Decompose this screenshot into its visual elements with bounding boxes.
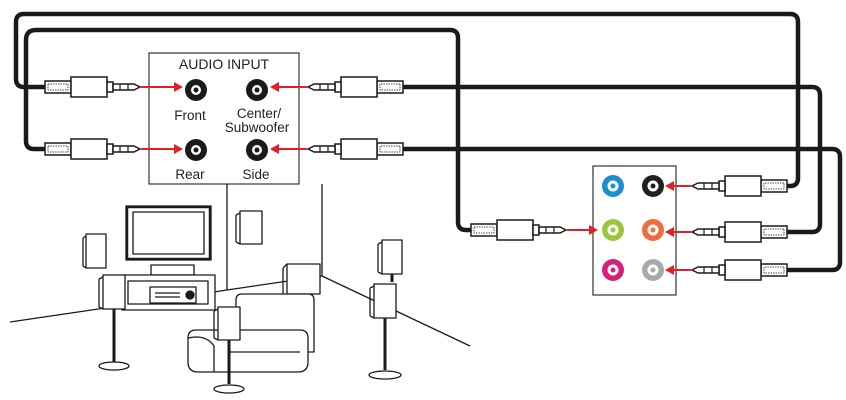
plug-rear bbox=[44, 138, 141, 160]
plug-black-port bbox=[692, 176, 787, 196]
home-theater-room-illustration bbox=[9, 184, 471, 394]
panel-title: AUDIO INPUT bbox=[179, 56, 270, 72]
jack-side[interactable] bbox=[246, 139, 268, 161]
arrow-green-port bbox=[567, 225, 598, 235]
cable-center-sub bbox=[401, 84, 823, 235]
port-orange[interactable] bbox=[642, 219, 664, 241]
plug-gray-port bbox=[692, 260, 787, 280]
arrow-orange-port bbox=[665, 227, 691, 237]
panel-arrows bbox=[141, 82, 307, 154]
plug-side bbox=[308, 139, 403, 159]
tv-stand-icon bbox=[121, 274, 216, 311]
plug-orange-port bbox=[692, 222, 787, 242]
arrow-gray-port bbox=[665, 265, 691, 275]
port-black[interactable] bbox=[642, 175, 664, 197]
port-green[interactable] bbox=[602, 219, 624, 241]
cable-rear-line bbox=[23, 27, 475, 233]
arrow-rear bbox=[141, 144, 183, 154]
tv-icon bbox=[125, 205, 212, 261]
jack-center-subwoofer[interactable] bbox=[246, 79, 268, 101]
front-left-speaker-icon bbox=[82, 233, 107, 269]
cable-side bbox=[401, 146, 843, 273]
label-center: Center/ bbox=[237, 106, 282, 121]
subwoofer-icon bbox=[282, 263, 321, 297]
arrow-front bbox=[141, 82, 183, 92]
port-gray[interactable] bbox=[642, 259, 664, 281]
port-pink[interactable] bbox=[602, 259, 624, 281]
io-arrows bbox=[567, 181, 691, 275]
plug-center-sub bbox=[308, 77, 403, 97]
side-right-speaker-icon bbox=[377, 239, 403, 282]
receiver-icon bbox=[149, 286, 197, 304]
rear-left-speaker-icon bbox=[98, 274, 130, 371]
plug-green-port bbox=[470, 219, 567, 241]
jack-rear[interactable] bbox=[185, 139, 207, 161]
label-rear: Rear bbox=[175, 167, 205, 182]
arrow-center-sub bbox=[270, 82, 307, 92]
plug-front bbox=[44, 76, 141, 98]
center-speaker-icon bbox=[150, 264, 195, 276]
cables bbox=[13, 11, 843, 273]
label-front: Front bbox=[174, 108, 206, 123]
audio-input-panel: AUDIO INPUT Front Center/ Subwoofer Rear… bbox=[148, 52, 300, 185]
label-side: Side bbox=[242, 167, 269, 182]
rear-right-speaker-icon bbox=[368, 283, 402, 380]
cable-front bbox=[13, 11, 801, 189]
rear-io-audio-ports bbox=[592, 165, 677, 296]
label-subwoofer: Subwoofer bbox=[225, 120, 290, 135]
front-right-speaker-icon bbox=[235, 210, 263, 245]
arrow-side bbox=[270, 144, 307, 154]
arrow-black-port bbox=[665, 181, 691, 191]
front-center-floor-speaker-icon bbox=[213, 306, 245, 394]
jack-front[interactable] bbox=[185, 79, 207, 101]
port-blue[interactable] bbox=[602, 175, 624, 197]
